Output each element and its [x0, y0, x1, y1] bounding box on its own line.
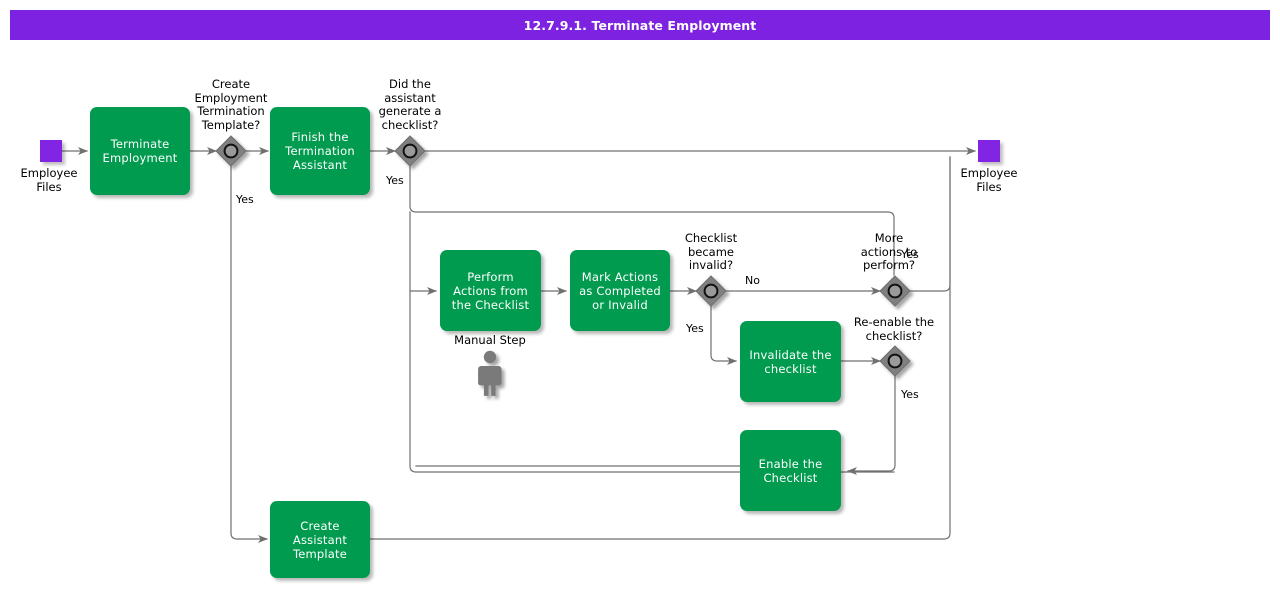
start-event[interactable] [40, 140, 62, 162]
task-mark-actions-completed-or-invalid[interactable]: Mark Actions as Completed or Invalid [570, 250, 670, 331]
flow-label-g4-yes: Yes [901, 248, 919, 261]
end-event-label: Employee Files [960, 166, 1018, 194]
flow-label-g3-no: No [745, 274, 760, 287]
task-label: Invalidate the checklist [749, 347, 832, 376]
task-finish-termination-assistant[interactable]: Finish the Termination Assistant [270, 107, 370, 195]
gateway-label-did-assistant-generate-checklist: Did the assistant generate a checklist? [378, 77, 442, 132]
gateway-label-create-employment-termination-template: Create Employment Termination Template? [194, 77, 268, 132]
task-label: Create Assistant Template [292, 518, 348, 561]
flow-label-g2-yes: Yes [386, 174, 404, 187]
gateway-label-more-actions-to-perform: More actions to perform? [860, 231, 918, 272]
task-label: Finish the Termination Assistant [285, 130, 355, 172]
end-event[interactable] [978, 140, 1000, 162]
gateway-label-re-enable-the-checklist: Re-enable the checklist? [853, 315, 935, 343]
task-label: Perform Actions from the Checklist [451, 269, 530, 312]
task-invalidate-the-checklist[interactable]: Invalidate the checklist [740, 321, 841, 402]
person-icon [478, 350, 502, 396]
task-label: Terminate Employment [102, 137, 178, 165]
task-enable-the-checklist[interactable]: Enable the Checklist [740, 430, 841, 511]
task-label: Mark Actions as Completed or Invalid [579, 269, 661, 312]
gateway-shapes [215, 135, 911, 377]
diagram-title-bar: 12.7.9.1. Terminate Employment [10, 10, 1270, 40]
flow-label-g5-yes: Yes [901, 388, 919, 401]
flow-label-g3-yes: Yes [686, 322, 704, 335]
task-create-assistant-template[interactable]: Create Assistant Template [270, 501, 370, 578]
start-event-label: Employee Files [20, 166, 78, 194]
gateway-label-checklist-became-invalid: Checklist became invalid? [684, 231, 738, 272]
flow-label-g1-yes: Yes [236, 193, 254, 206]
task-terminate-employment[interactable]: Terminate Employment [90, 107, 190, 195]
page-title: 12.7.9.1. Terminate Employment [523, 17, 757, 33]
task-perform-actions-from-checklist[interactable]: Perform Actions from the Checklist [440, 250, 541, 331]
task-label: Enable the Checklist [758, 456, 823, 485]
manual-step-annotation: Manual Step [454, 333, 526, 347]
